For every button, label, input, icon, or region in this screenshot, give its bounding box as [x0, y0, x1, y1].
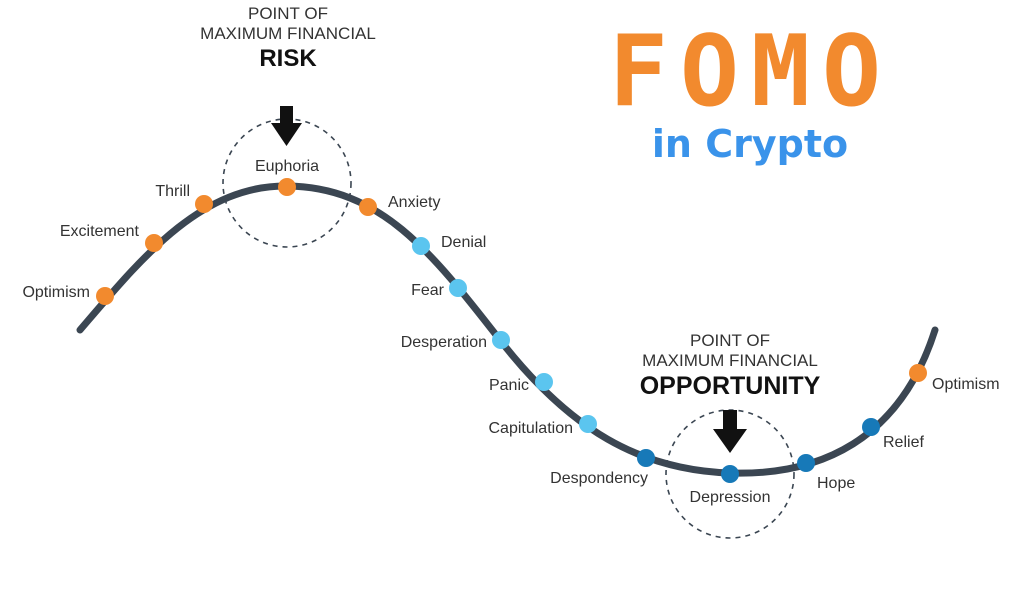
stage-marker-optimism-0 — [96, 287, 114, 305]
risk-callout-line1: POINT OF — [248, 4, 328, 23]
stage-marker-anxiety-4 — [359, 198, 377, 216]
risk-callout-line2: MAXIMUM FINANCIAL — [200, 24, 376, 43]
opportunity-callout: POINT OF MAXIMUM FINANCIAL OPPORTUNITY — [595, 331, 865, 401]
stage-marker-optimism-14 — [909, 364, 927, 382]
risk-callout: POINT OF MAXIMUM FINANCIAL RISK — [168, 4, 408, 74]
stage-marker-thrill-2 — [195, 195, 213, 213]
stage-label-optimism-14: Optimism — [932, 376, 1000, 393]
stage-label-despondency-10: Despondency — [550, 470, 648, 487]
stage-marker-hope-12 — [797, 454, 815, 472]
stage-marker-fear-6 — [449, 279, 467, 297]
stage-label-panic-8: Panic — [489, 377, 529, 394]
stage-marker-capitulation-9 — [579, 415, 597, 433]
stage-label-relief-13: Relief — [883, 434, 924, 451]
stage-label-denial-5: Denial — [441, 234, 486, 251]
opportunity-callout-label: OPPORTUNITY — [639, 372, 821, 400]
stage-label-anxiety-4: Anxiety — [388, 194, 440, 211]
stage-marker-panic-8 — [535, 373, 553, 391]
stage-label-capitulation-9: Capitulation — [489, 420, 574, 437]
stage-marker-depression-11 — [721, 465, 739, 483]
title: FOMO — [608, 15, 893, 129]
stage-marker-excitement-1 — [145, 234, 163, 252]
stage-markers — [96, 178, 927, 483]
stage-labels: Optimism Excitement Thrill EuphoriaAnxietyD… — [22, 158, 999, 506]
subtitle: in Crypto — [651, 122, 849, 166]
stage-marker-despondency-10 — [637, 449, 655, 467]
stage-label-fear-6: Fear — [411, 282, 445, 299]
stage-label-excitement-1: Excitement — [60, 223, 140, 240]
risk-down-arrow-icon — [271, 106, 302, 146]
opportunity-callout-line1: POINT OF — [690, 331, 770, 350]
stage-marker-relief-13 — [862, 418, 880, 436]
stage-marker-denial-5 — [412, 237, 430, 255]
stage-label-desperation-7: Desperation — [401, 334, 487, 351]
stage-marker-euphoria-3 — [278, 178, 296, 196]
stage-label-thrill-2: Thrill — [155, 183, 190, 200]
stage-label-depression-11: Depression — [690, 489, 771, 506]
opportunity-down-arrow-icon — [713, 410, 747, 453]
stage-marker-desperation-7 — [492, 331, 510, 349]
stage-label-optimism-0: Optimism — [22, 284, 90, 301]
stage-label-hope-12: Hope — [817, 475, 855, 492]
opportunity-callout-line2: MAXIMUM FINANCIAL — [642, 351, 818, 370]
risk-callout-label: RISK — [259, 45, 317, 72]
stage-label-euphoria-3: Euphoria — [255, 158, 319, 175]
